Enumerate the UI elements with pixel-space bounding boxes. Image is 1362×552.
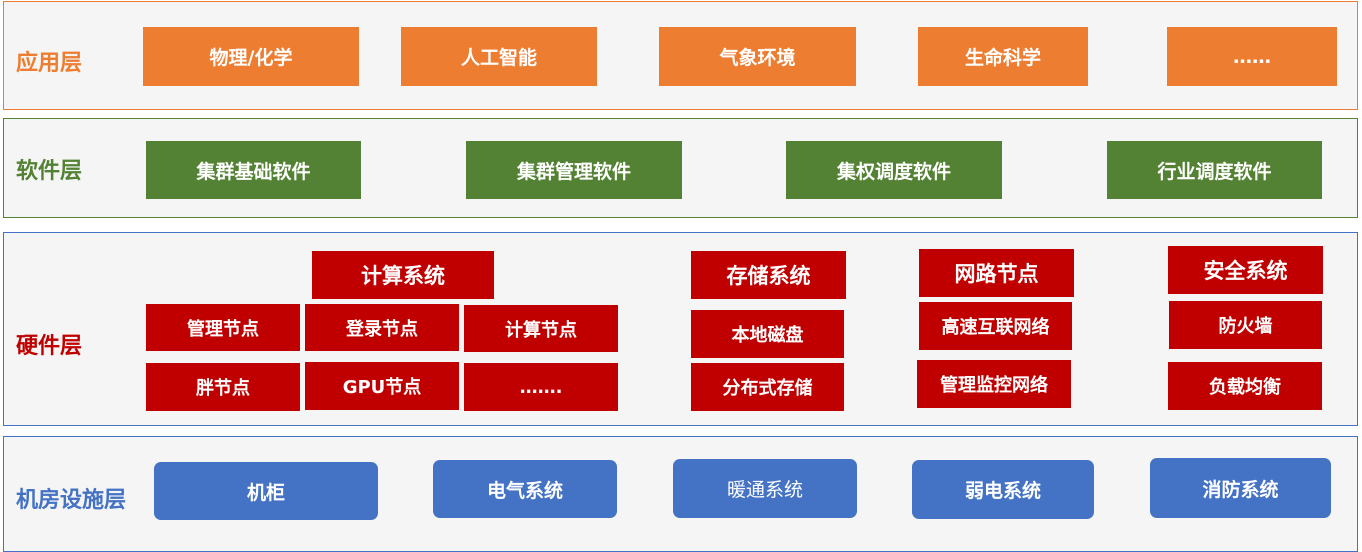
sw-item-cluster-management: 集群管理软件 bbox=[466, 141, 682, 199]
app-item-meteorology: 气象环境 bbox=[659, 27, 856, 86]
security-item-firewall: 防火墙 bbox=[1169, 301, 1322, 349]
sw-item-cluster-base: 集群基础软件 bbox=[146, 141, 361, 199]
storage-item-distributed: 分布式存储 bbox=[691, 363, 844, 411]
facility-layer-title: 机房设施层 bbox=[16, 488, 127, 513]
facility-item-fire-protection: 消防系统 bbox=[1150, 458, 1331, 518]
compute-item-gpu-node: GPU节点 bbox=[305, 362, 459, 410]
compute-system-header: 计算系统 bbox=[312, 251, 494, 299]
compute-item-management-node: 管理节点 bbox=[146, 304, 300, 351]
application-layer-title: 应用层 bbox=[16, 51, 83, 76]
facility-item-low-voltage: 弱电系统 bbox=[912, 460, 1094, 519]
network-node-header: 网路节点 bbox=[919, 249, 1074, 297]
storage-system-header: 存储系统 bbox=[691, 251, 846, 299]
security-item-load-balancer: 负载均衡 bbox=[1168, 362, 1322, 410]
facility-item-rack: 机柜 bbox=[154, 462, 378, 520]
network-item-high-speed: 高速互联网络 bbox=[919, 302, 1072, 350]
compute-item-fat-node: 胖节点 bbox=[146, 363, 300, 411]
hardware-layer-title: 硬件层 bbox=[16, 334, 83, 359]
app-item-life-science: 生命科学 bbox=[918, 27, 1088, 86]
security-system-header: 安全系统 bbox=[1168, 246, 1323, 294]
network-item-monitoring: 管理监控网络 bbox=[917, 360, 1071, 408]
sw-item-scheduling: 集权调度软件 bbox=[786, 141, 1002, 199]
compute-item-login-node: 登录节点 bbox=[305, 304, 459, 351]
compute-item-compute-node: 计算节点 bbox=[464, 305, 618, 352]
software-layer-title: 软件层 bbox=[16, 159, 83, 184]
storage-item-local-disk: 本地磁盘 bbox=[691, 310, 844, 358]
app-item-physics-chemistry: 物理/化学 bbox=[143, 27, 359, 86]
facility-item-hvac: 暖通系统 bbox=[673, 459, 857, 518]
facility-item-electrical: 电气系统 bbox=[433, 460, 617, 518]
compute-item-more: ……. bbox=[464, 363, 618, 411]
sw-item-industry-scheduling: 行业调度软件 bbox=[1107, 141, 1322, 199]
app-item-more: …… bbox=[1167, 27, 1337, 86]
app-item-ai: 人工智能 bbox=[401, 27, 597, 86]
